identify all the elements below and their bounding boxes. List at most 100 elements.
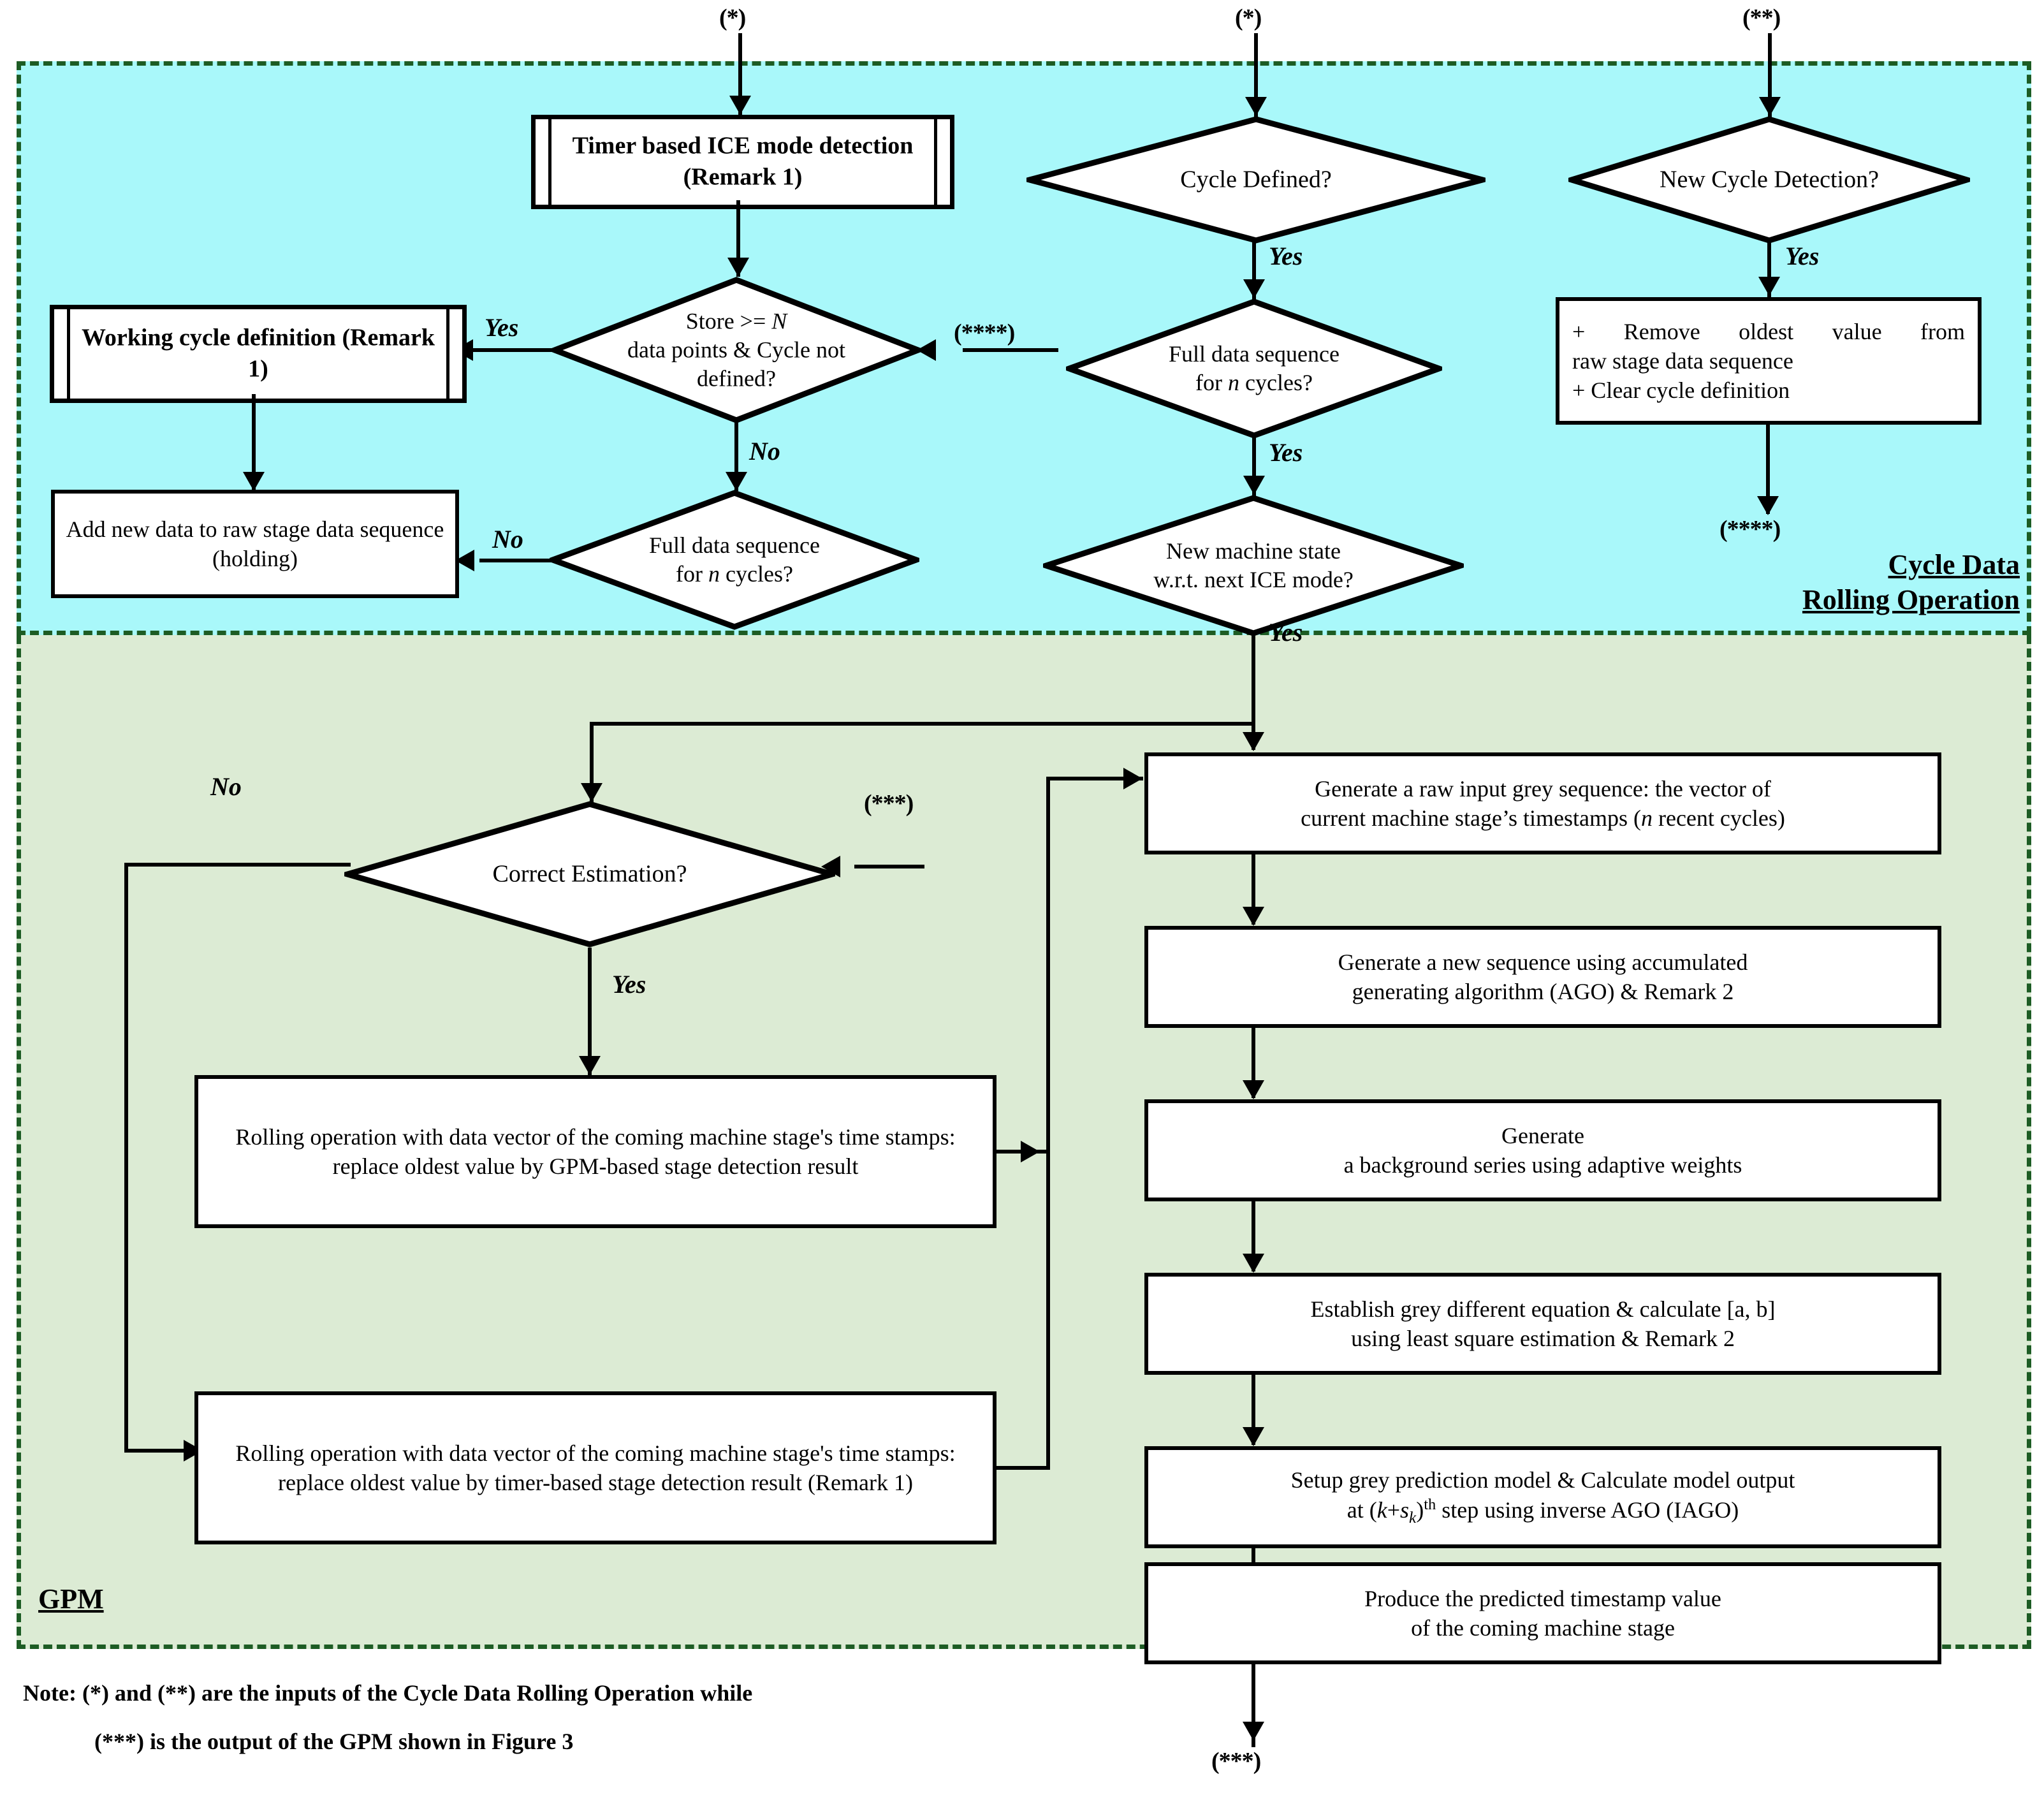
- marker-star3-in-gpm: (***): [864, 790, 914, 817]
- edge-star3-to-new-cycle: [1768, 33, 1772, 117]
- arrowhead-to-correct-estimation: [581, 783, 602, 802]
- node-correct-estimation[interactable]: Correct Estimation?: [344, 801, 835, 948]
- edge-correct-yes-down: [588, 948, 592, 1075]
- decision-shape: [344, 801, 835, 948]
- arrowhead-remove-oldest: [1757, 496, 1779, 515]
- node-setup-grey-prediction-model[interactable]: Setup grey prediction model & Calculate …: [1144, 1446, 1941, 1548]
- node-remove-oldest-value[interactable]: + Remove oldest value from raw stage dat…: [1556, 297, 1982, 425]
- edge-background-to-equation: [1252, 1201, 1255, 1271]
- edge-star4-into-store: [963, 348, 1058, 352]
- node-rolling-operation-gpm-label: Rolling operation with data vector of th…: [235, 1124, 956, 1179]
- decision-shape: [551, 277, 921, 423]
- node-timer-ice-mode-detection[interactable]: Timer based ICE mode detection (Remark 1…: [531, 115, 954, 209]
- edge-correct-no-v: [124, 863, 128, 1453]
- edge-equation-to-setup: [1252, 1375, 1255, 1445]
- marker-input-star-3: (**): [1742, 4, 1781, 31]
- edge-correct-no-h1: [124, 863, 351, 867]
- node-working-cycle-definition-label: Working cycle definition (Remark 1): [81, 324, 435, 383]
- arrowhead-to-gen-raw: [1243, 732, 1264, 751]
- node-establish-grey-equation[interactable]: Establish grey different equation & calc…: [1144, 1273, 1941, 1375]
- node-new-cycle-detection[interactable]: New Cycle Detection?: [1568, 116, 1970, 244]
- arrowhead-star3-into-correct: [821, 856, 840, 877]
- edge-new-machine-down: [1252, 633, 1255, 726]
- edge-timer-to-store: [736, 200, 740, 277]
- node-add-new-data[interactable]: Add new data to raw stage data sequence …: [51, 490, 459, 598]
- arrowhead-fullseq-right-yes: [1243, 476, 1265, 495]
- arrowhead-background-to-equation: [1243, 1254, 1264, 1273]
- node-rolling-operation-gpm[interactable]: Rolling operation with data vector of th…: [194, 1075, 996, 1228]
- arrowhead-equation-to-setup: [1243, 1427, 1264, 1446]
- edge-label-store-no: No: [749, 437, 780, 465]
- decision-shape: [1066, 298, 1442, 439]
- arrowhead-rolling-gpm-right: [1021, 1141, 1040, 1162]
- region-title-line1: Cycle Data: [1888, 549, 2020, 580]
- arrowhead-cycle-defined-yes: [1243, 279, 1265, 298]
- arrowhead-fullseq-to-add: [455, 550, 474, 571]
- arrowhead-star4-into-store: [917, 339, 936, 361]
- edge-label-cycle-defined-yes: Yes: [1269, 242, 1303, 270]
- node-remove-oldest-value-label: + Remove oldest value from raw stage dat…: [1572, 318, 1965, 404]
- edge-working-to-add-new: [252, 394, 256, 490]
- edge-riser-into-gen-raw: [1046, 777, 1143, 780]
- edge-store-to-working-cycle: [472, 348, 558, 352]
- edge-new-cycle-yes: [1767, 242, 1771, 297]
- arrowhead-store-no: [726, 472, 747, 491]
- node-generate-raw-input-label: Generate a raw input grey sequence: the …: [1301, 775, 1785, 831]
- edge-store-no-to-fullseq: [734, 421, 738, 491]
- edge-label-correct-yes: Yes: [612, 970, 646, 999]
- arrowhead-gen-raw-to-ago: [1243, 907, 1264, 926]
- arrowhead-star1: [729, 96, 751, 115]
- node-generate-ago-sequence[interactable]: Generate a new sequence using accumulate…: [1144, 926, 1941, 1028]
- note-line-2: (***) is the output of the GPM shown in …: [94, 1728, 574, 1754]
- arrowhead-star3: [1759, 97, 1781, 116]
- marker-star3-output: (***): [1211, 1748, 1261, 1775]
- edge-fullseq-right-yes: [1252, 437, 1256, 496]
- marker-input-star-2: (*): [1235, 4, 1262, 31]
- node-cycle-defined[interactable]: Cycle Defined?: [1026, 116, 1486, 244]
- node-rolling-operation-timer[interactable]: Rolling operation with data vector of th…: [194, 1391, 996, 1544]
- region-title-cycle-data: Cycle Data Rolling Operation: [1573, 547, 2020, 617]
- note-line-1: Note: (*) and (**) are the inputs of the…: [23, 1680, 753, 1706]
- edge-label-correct-no: No: [210, 772, 242, 801]
- node-generate-ago-sequence-label: Generate a new sequence using accumulate…: [1338, 949, 1748, 1004]
- edge-remove-oldest-down: [1766, 425, 1770, 514]
- edge-split-to-correct-estimation: [590, 722, 594, 802]
- edge-split-horizontal: [590, 722, 1255, 726]
- node-generate-raw-input[interactable]: Generate a raw input grey sequence: the …: [1144, 752, 1941, 854]
- edge-label-new-cycle-yes: Yes: [1785, 242, 1820, 270]
- arrowhead-correct-yes: [579, 1056, 601, 1075]
- edge-star3-into-correct: [854, 865, 924, 868]
- decision-shape: [1568, 116, 1970, 244]
- edge-label-fullseq-right-yes: Yes: [1269, 438, 1303, 467]
- edge-produce-out: [1252, 1664, 1255, 1747]
- edge-rolling-timer-right: [996, 1466, 1050, 1470]
- node-setup-grey-prediction-model-label: Setup grey prediction model & Calculate …: [1290, 1467, 1795, 1527]
- edge-label-fullseq-left-no: No: [492, 525, 523, 553]
- node-new-cycle-detection-label: New Cycle Detection?: [1660, 166, 1879, 193]
- marker-input-star-1: (*): [719, 4, 746, 31]
- node-timer-ice-mode-detection-label: Timer based ICE mode detection (Remark 1…: [572, 132, 914, 191]
- node-working-cycle-definition[interactable]: Working cycle definition (Remark 1): [50, 305, 467, 403]
- arrowhead-riser-into-gen-raw: [1123, 768, 1142, 789]
- region-title-gpm: GPM: [38, 1583, 104, 1615]
- decision-shape: [550, 490, 919, 630]
- edge-star2-to-cycle-defined: [1254, 33, 1258, 117]
- arrowhead-ago-to-background: [1243, 1080, 1264, 1099]
- arrowhead-produce-out: [1243, 1722, 1264, 1741]
- edge-star1-to-timer: [738, 33, 742, 115]
- arrowhead-timer-to-store: [727, 258, 749, 277]
- edge-gen-raw-to-ago: [1252, 854, 1255, 925]
